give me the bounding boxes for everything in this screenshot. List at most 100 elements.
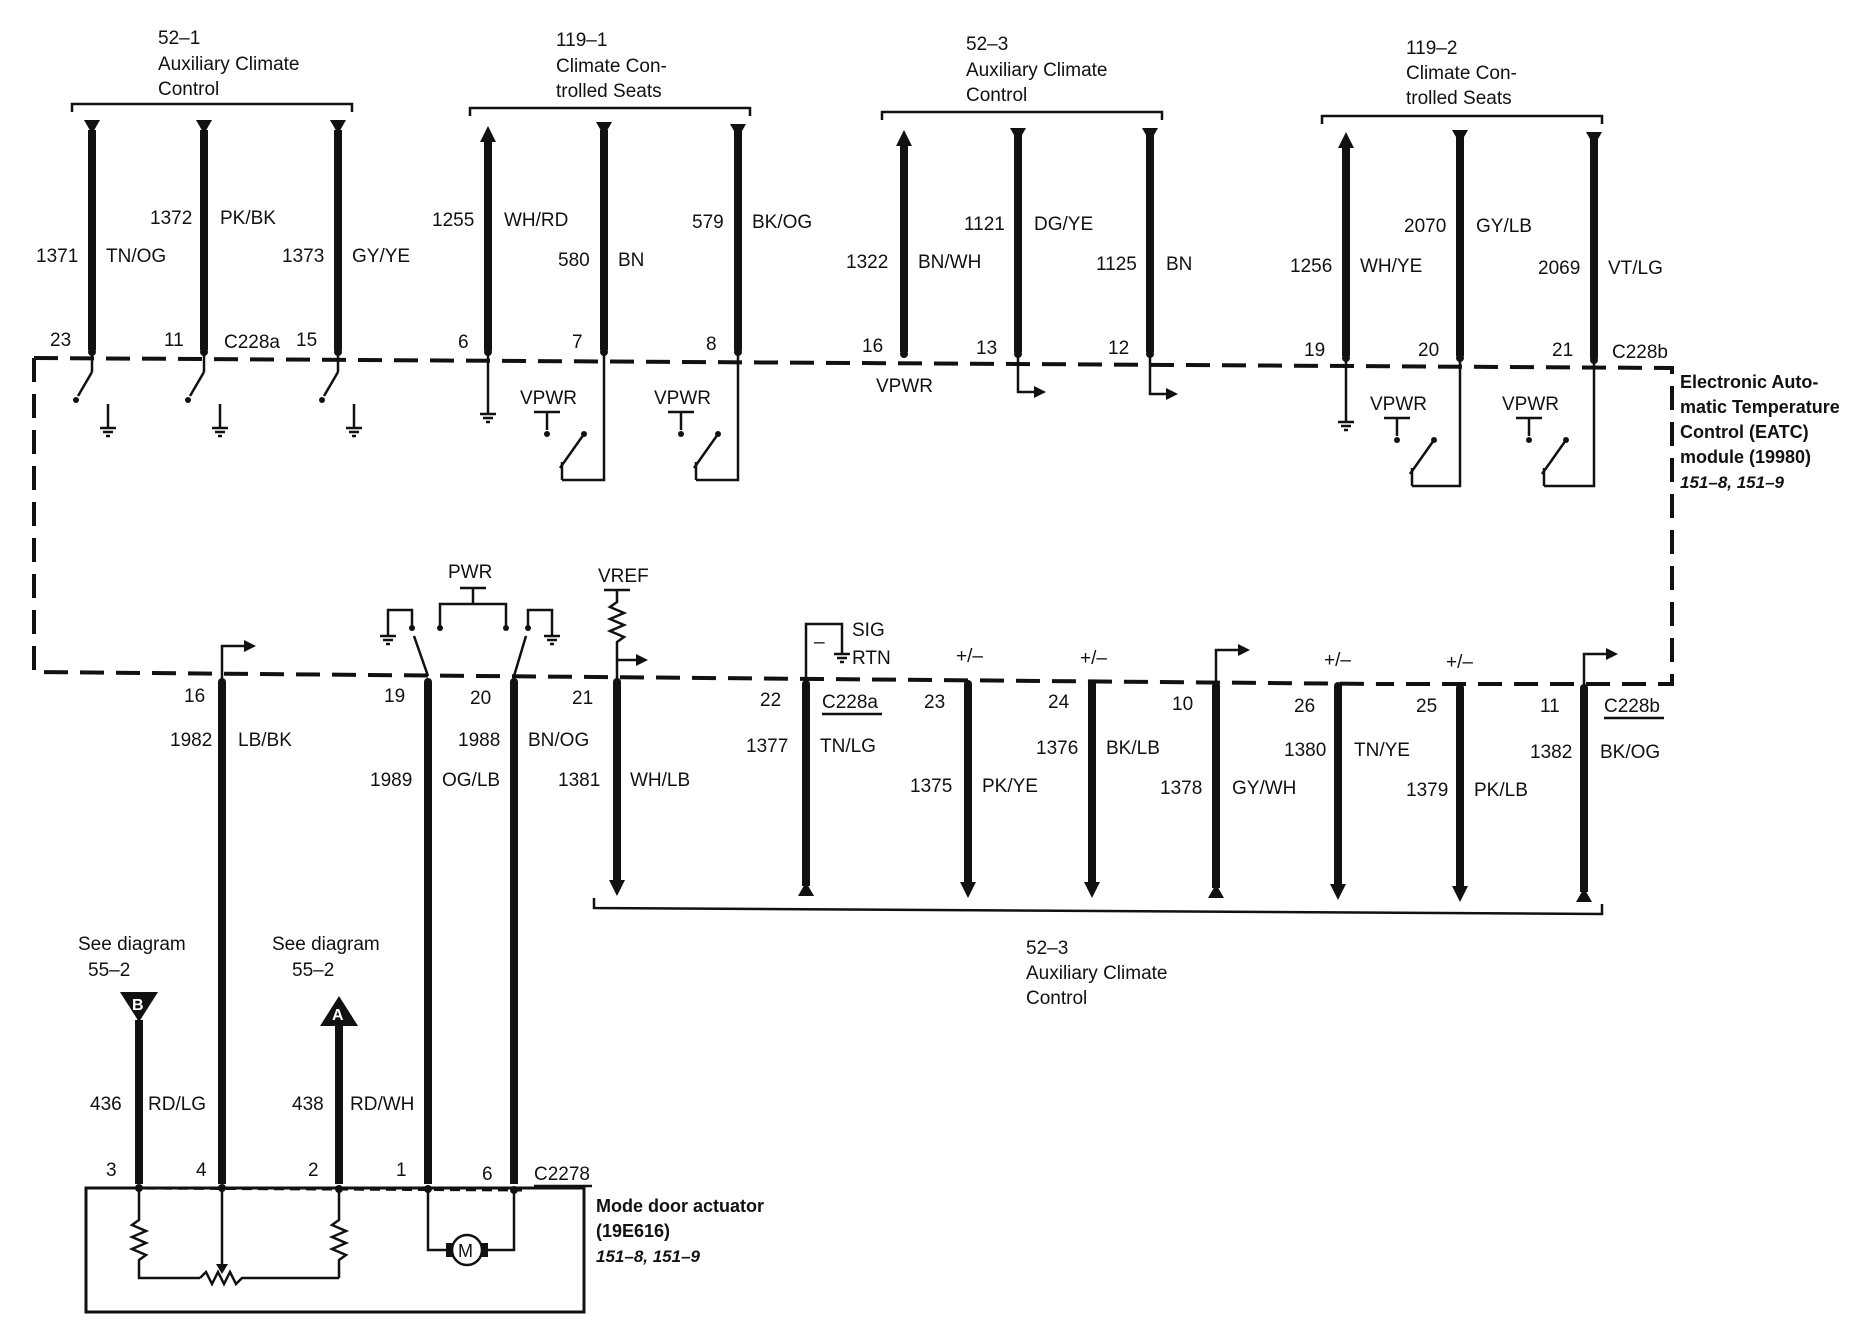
bottom-wire-1379: 25 1379 PK/LB: [1406, 684, 1528, 902]
arrow-down-icon: [1010, 128, 1026, 142]
pin-number: 11: [1540, 696, 1560, 717]
pwr-switch-block: PWR: [378, 562, 562, 677]
switch-to-ground: [319, 352, 364, 438]
wire-color: BK/OG: [752, 212, 812, 233]
group-ref: 119–2: [1406, 38, 1457, 59]
see-diagram-ref: 55–2: [292, 960, 334, 981]
wire-color: TN/LG: [820, 736, 876, 757]
wire-color: RD/LG: [148, 1094, 206, 1115]
circuit-number: 1376: [1036, 738, 1078, 759]
pin-number: 11: [164, 330, 184, 351]
pin-number: 23: [50, 330, 71, 351]
switch-to-ground: [73, 352, 118, 438]
bottom-wire-1982: 16 1982 LB/BK: [170, 678, 292, 1184]
eatc-module-outline: [32, 358, 1381, 686]
circuit-number: 436: [90, 1094, 122, 1115]
top-group-119-2: 119–2 Climate Con- trolled Seats: [1320, 38, 1604, 124]
wire-color: WH/LB: [630, 770, 690, 791]
wire-color: PK/YE: [982, 776, 1038, 797]
bottom-wire-1381: 21 1381 WH/LB: [558, 678, 690, 896]
wire-color: WH/RD: [504, 210, 568, 231]
vpwr-switch: VPWR: [1370, 358, 1462, 488]
circuit-number: 1382: [1530, 742, 1572, 763]
see-diagram-a: See diagram 55–2 A: [272, 934, 380, 1184]
resistor-icon: [128, 1190, 200, 1280]
top-wire-1255: 1255 WH/RD 6: [432, 126, 568, 356]
ground-arrow-icon: [1166, 388, 1178, 400]
circuit-number: 1379: [1406, 780, 1448, 801]
motor-icon: [450, 1233, 484, 1267]
pin-number: 22: [760, 690, 781, 711]
connector-label: C228b: [1604, 696, 1660, 717]
ground-arrow-icon: [244, 640, 256, 652]
arrow-down-icon: [1452, 886, 1468, 902]
actuator-label: Mode door actuator (19E616) 151–8, 151–9: [596, 1196, 764, 1266]
polarity-label: +/–: [956, 646, 983, 667]
circuit-number: 1322: [846, 252, 888, 273]
vpwr-label: VPWR: [876, 376, 933, 397]
arrow-up-icon: [1208, 884, 1224, 898]
wire-color: PK/LB: [1474, 780, 1528, 801]
circuit-number: 1378: [1160, 778, 1202, 799]
top-wire-1256: 1256 WH/YE 19: [1290, 132, 1422, 362]
group-name-line: trolled Seats: [556, 81, 662, 102]
pin-number: 20: [1418, 340, 1439, 361]
top-wire-1322: 1322 BN/WH 16: [846, 130, 981, 358]
wire-color: LB/BK: [238, 730, 292, 751]
wire-color: BN: [618, 250, 644, 271]
resistor-icon: [328, 1190, 350, 1278]
circuit-number: 1255: [432, 210, 474, 231]
module-name-line: Electronic Auto-: [1680, 372, 1818, 392]
arrow-down-icon: [1586, 132, 1602, 146]
group-name-line: Climate Con-: [556, 56, 667, 77]
arrow-down-icon: [84, 120, 100, 134]
top-wire-1121: 1121 DG/YE 13: [964, 128, 1093, 359]
pin-number: 19: [384, 686, 405, 707]
ground-symbol: [478, 352, 498, 424]
pin-number: 16: [862, 336, 883, 357]
wire-color: BN/OG: [528, 730, 589, 751]
circuit-number: 1381: [558, 770, 600, 791]
top-wire-580: 580 BN 7: [558, 122, 644, 356]
motor-brush: [480, 1243, 488, 1257]
motor-lead: [488, 1190, 516, 1252]
polarity-label: +/–: [1080, 648, 1107, 669]
bottom-wire-1380: 26 1380 TN/YE: [1284, 682, 1410, 900]
pin-number: 1: [396, 1160, 407, 1181]
top-group-119-1: 119–1 Climate Con- trolled Seats: [468, 30, 752, 116]
wire-color: RD/WH: [350, 1094, 414, 1115]
circuit-number: 1375: [910, 776, 952, 797]
wire-color: BN/WH: [918, 252, 981, 273]
pin-number: 2: [308, 1160, 319, 1181]
circuit-number: 1371: [36, 246, 78, 267]
group-name-line: Control: [966, 85, 1027, 106]
circuit-number: 1982: [170, 730, 212, 751]
connector-label: C2278: [534, 1164, 590, 1185]
vpwr-switch: VPWR: [654, 352, 740, 482]
arrow-down-icon: [960, 882, 976, 898]
pwr-label: PWR: [448, 562, 492, 583]
module-name-line: matic Temperature: [1680, 397, 1840, 417]
wire-color: GY/WH: [1232, 778, 1296, 799]
circuit-number: 1989: [370, 770, 412, 791]
arrow-down-icon: [1142, 128, 1158, 142]
module-refs: 151–8, 151–9: [1680, 473, 1785, 492]
actuator-name-line: Mode door actuator: [596, 1196, 764, 1216]
bottom-wire-1377: 22 1377 TN/LG: [746, 680, 876, 896]
group-ref: 52–1: [158, 28, 200, 49]
eatc-module-label: Electronic Auto- matic Temperature Contr…: [1680, 372, 1840, 492]
switch-to-ground: [185, 352, 230, 438]
circuit-number: 1121: [964, 214, 1005, 235]
wire-color: GY/LB: [1476, 216, 1532, 237]
ground-arrow-icon: [1034, 386, 1046, 398]
pin-number: 26: [1294, 696, 1315, 717]
ground-arrow-icon: [1606, 648, 1618, 660]
vref-resistor: VREF: [598, 566, 649, 680]
sig-label: SIG: [852, 620, 885, 641]
arrow-down-icon: [1452, 130, 1468, 144]
mode-door-actuator-box: [84, 1186, 586, 1314]
vpwr-label: VPWR: [654, 388, 711, 409]
circuit-number: 579: [692, 212, 724, 233]
group-name-line: Auxiliary Climate: [1026, 963, 1167, 984]
